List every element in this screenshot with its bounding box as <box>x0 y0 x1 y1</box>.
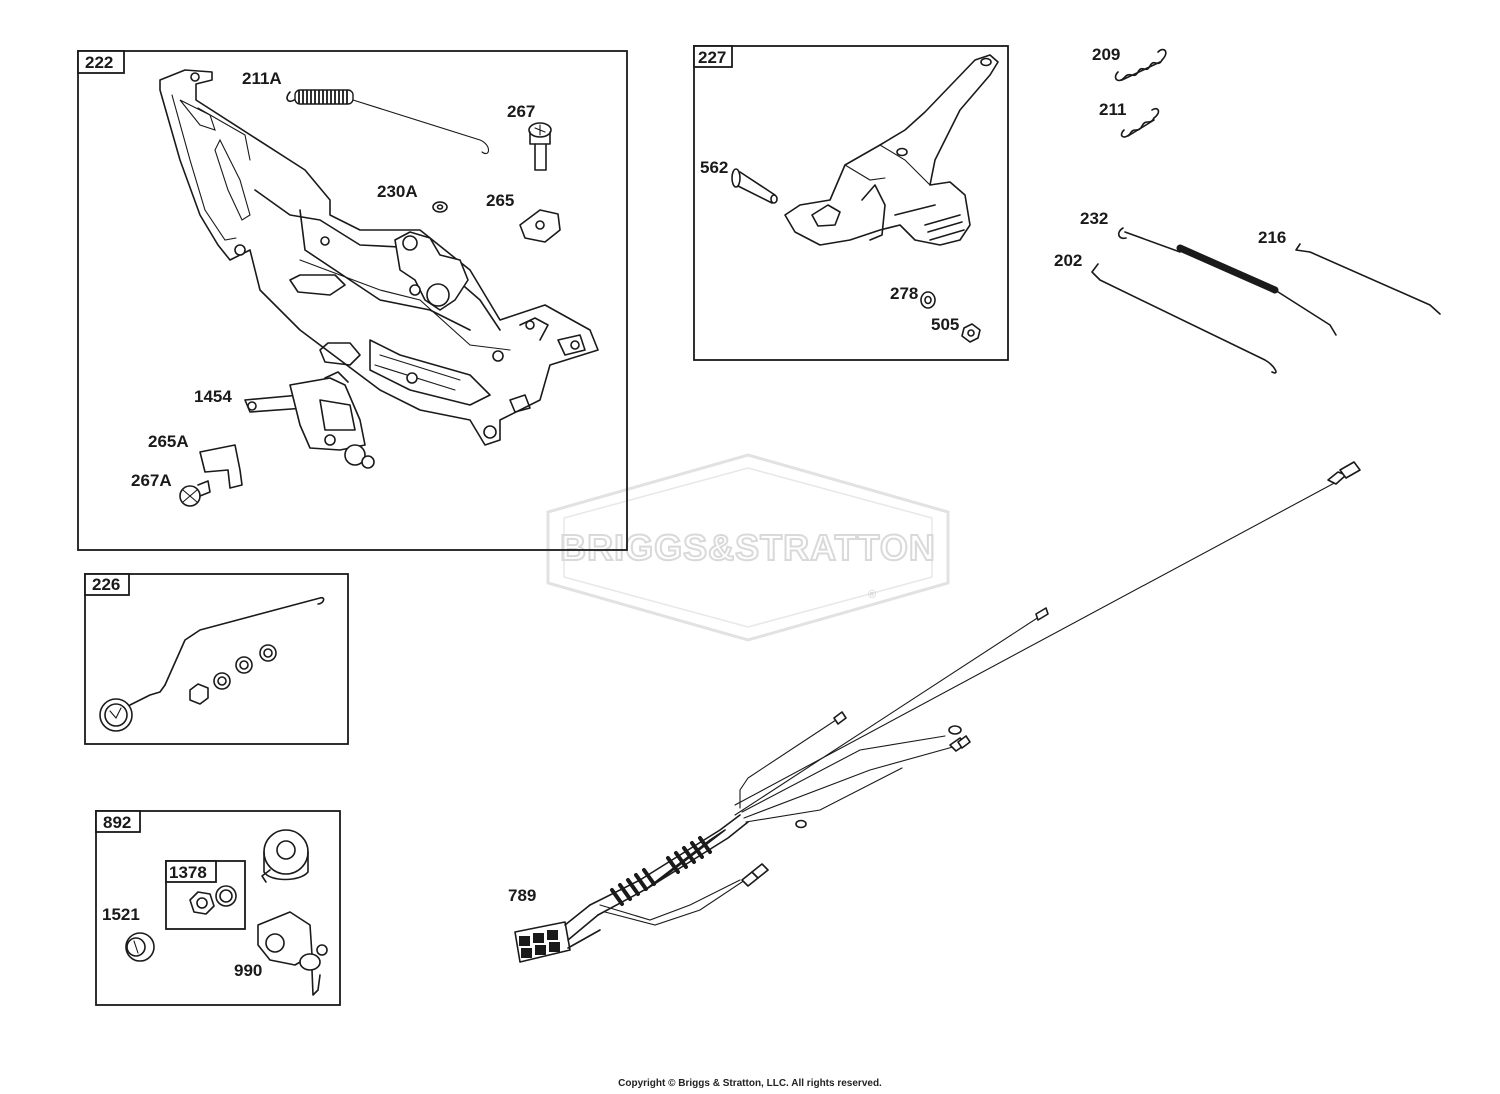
label-230A: 230A <box>377 182 418 201</box>
label-211: 211 <box>1099 100 1126 119</box>
label-505: 505 <box>931 315 959 334</box>
box-tag-226: 226 <box>92 575 120 594</box>
cap-1521[interactable] <box>125 932 155 962</box>
box-tag-892: 892 <box>103 813 131 832</box>
copyright-notice: Copyright © Briggs & Stratton, LLC. All … <box>618 1078 882 1089</box>
spring-211A[interactable] <box>286 89 490 154</box>
nut-washer-1378[interactable] <box>189 885 237 915</box>
rod-202[interactable] <box>1091 263 1277 374</box>
rod-spring-232[interactable] <box>1117 227 1337 336</box>
screw-267A[interactable] <box>179 480 211 507</box>
assembly-box-222[interactable]: 222 <box>77 50 628 551</box>
label-267: 267 <box>507 102 535 121</box>
choke-knob-rod[interactable] <box>99 596 325 732</box>
label-232: 232 <box>1080 209 1108 228</box>
governor-control-bracket[interactable] <box>159 69 599 446</box>
label-265A: 265A <box>148 432 189 451</box>
label-562: 562 <box>700 158 728 177</box>
label-1521: 1521 <box>102 905 140 924</box>
switch-boot[interactable] <box>257 911 313 966</box>
label-267A: 267A <box>131 471 172 490</box>
ignition-key[interactable] <box>299 944 328 996</box>
briggs-stratton-watermark: BRIGGS&STRATTON ® <box>546 453 950 642</box>
spring-211[interactable] <box>1120 107 1160 138</box>
control-lever-plate[interactable] <box>784 54 999 246</box>
label-789: 789 <box>508 886 536 905</box>
box-tag-1378: 1378 <box>169 863 207 882</box>
watermark-registered-mark: ® <box>868 589 876 601</box>
wiring-harness-789[interactable] <box>514 461 1361 963</box>
harness-sleeve <box>610 829 726 906</box>
clip-265[interactable] <box>519 209 561 243</box>
switch-1454[interactable] <box>244 371 375 469</box>
label-1454: 1454 <box>194 387 232 406</box>
assembly-box-1378[interactable]: 1378 <box>165 860 246 930</box>
assembly-box-227[interactable]: 227 <box>693 45 1009 361</box>
spring-209[interactable] <box>1114 48 1167 82</box>
rod-216[interactable] <box>1295 243 1441 315</box>
label-216: 216 <box>1258 228 1286 247</box>
label-211A: 211A <box>242 69 282 88</box>
nut-505[interactable] <box>961 323 981 343</box>
ignition-switch[interactable] <box>261 829 309 883</box>
watermark-text: BRIGGS&STRATTON <box>560 527 936 568</box>
label-209: 209 <box>1092 45 1120 64</box>
bolt-562[interactable] <box>731 168 778 204</box>
washer-278[interactable] <box>920 291 936 309</box>
label-202: 202 <box>1054 251 1082 270</box>
assembly-box-892[interactable]: 892 <box>95 810 341 1006</box>
label-278: 278 <box>890 284 918 303</box>
clip-265A[interactable] <box>199 444 243 489</box>
screw-267[interactable] <box>528 122 552 171</box>
assembly-box-226[interactable]: 226 <box>84 573 349 745</box>
box-tag-222: 222 <box>85 53 113 72</box>
label-265: 265 <box>486 191 514 210</box>
washer-230A[interactable] <box>432 201 448 213</box>
label-990: 990 <box>234 961 262 980</box>
box-tag-227: 227 <box>698 48 726 67</box>
